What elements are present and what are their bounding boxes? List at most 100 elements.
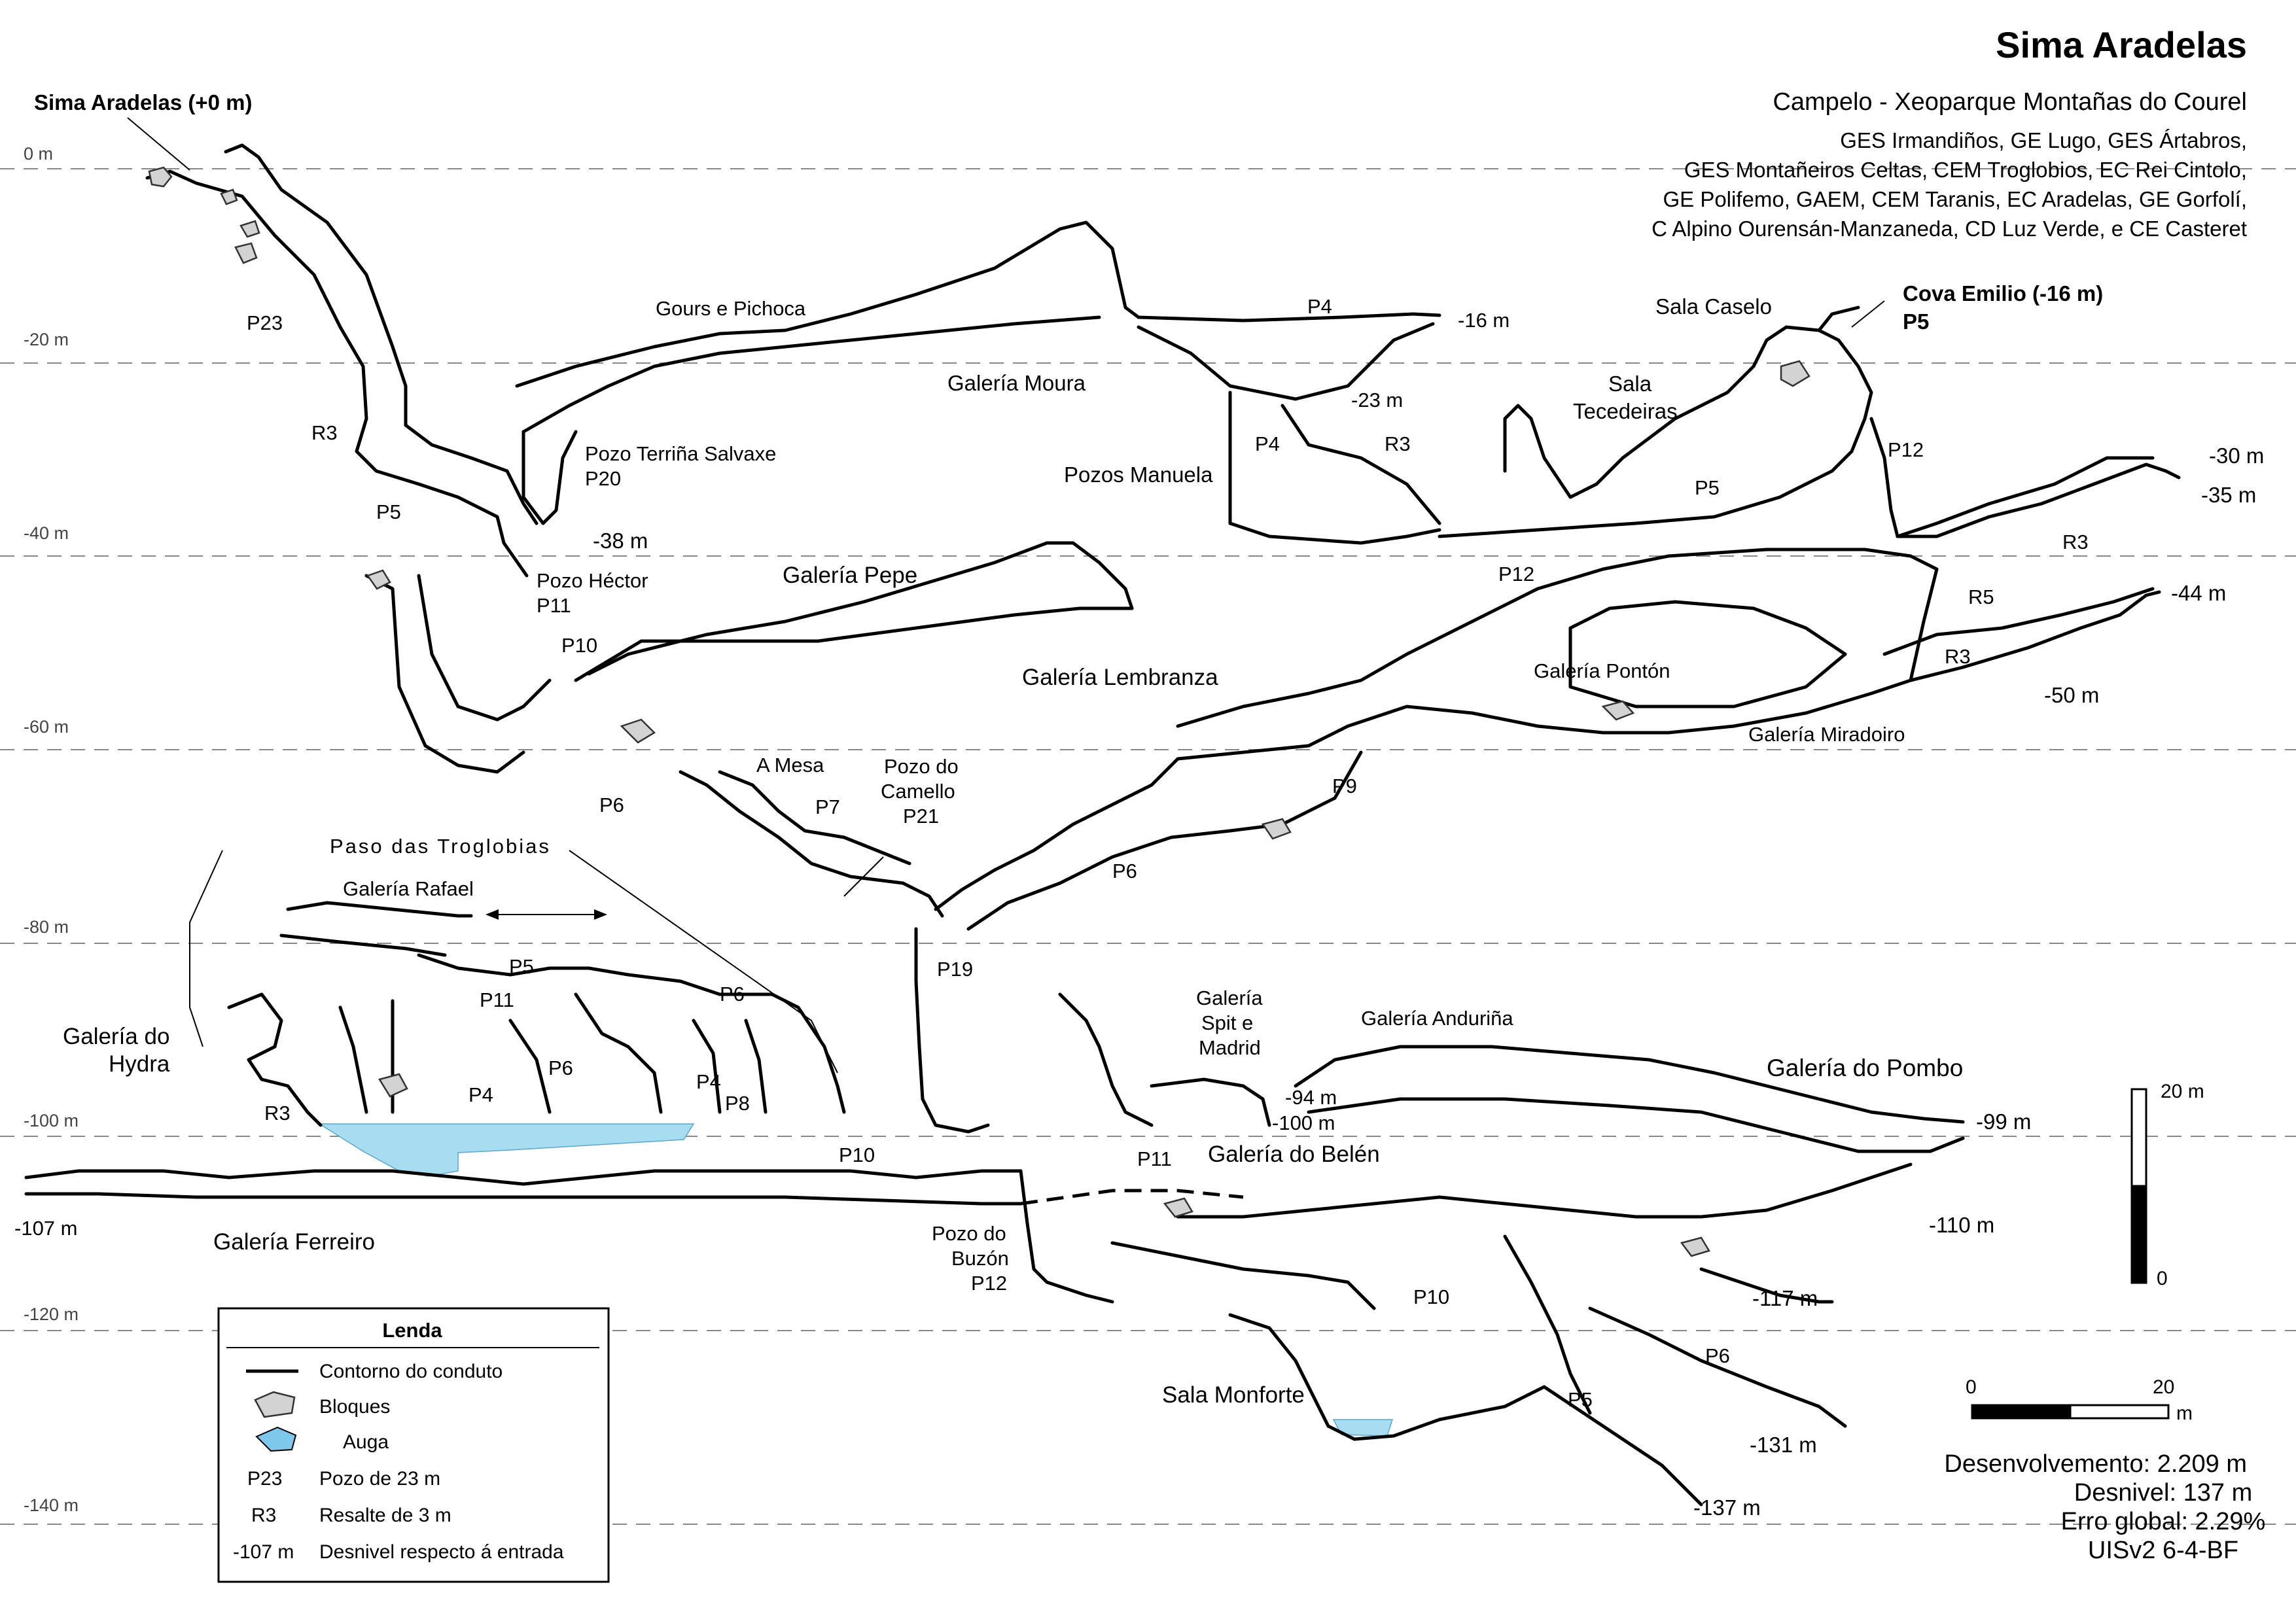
boulder [1680,1236,1710,1257]
wall-belen-floor [1176,1162,1913,1219]
wall-entrance-left [145,169,529,578]
horizontal-scale-bar: 0 20 m [1966,1376,2193,1424]
horizontal-scale-white [2069,1404,2170,1420]
label-d35: -35 m [2201,483,2256,507]
label-d38: -38 m [593,529,648,553]
label-r3-e: R3 [264,1102,291,1125]
label-galeria-spit-3: Madrid [1199,1036,1261,1059]
label-d30: -30 m [2209,444,2264,468]
wall-hydra [227,992,323,1127]
leader-entrance [127,117,190,171]
label-p5-c: P5 [509,955,534,978]
wall-r5 [1909,567,1939,682]
credits-line: GES Montañeiros Celtas, CEM Troglobios, … [1684,158,2247,182]
label-sala-tecedeiras-1: Sala [1608,372,1652,396]
label-galeria-miradoiro: Galería Miradoiro [1748,723,1905,746]
depth-label-140: -140 m [24,1495,79,1515]
wall-hector-right [417,574,552,722]
label-sala-caselo: Sala Caselo [1655,294,1772,319]
label-d117: -117 m [1752,1286,1818,1310]
wall-p10-lower [1503,1234,1592,1415]
label-galeria-spit-1: Galería [1196,986,1263,1009]
label-galeria-lembranza: Galería Lembranza [1022,665,1218,690]
wall-p19-left [914,927,990,1134]
wall-emilio-entrance [1817,305,1860,332]
wall-entrance-right [224,143,539,525]
label-galeria-ferreiro: Galería Ferreiro [213,1229,375,1255]
survey-stats: Desenvolvemento: 2.209 m Desnivel: 137 m… [1944,1450,2265,1564]
wall-tecedeiras [1438,325,1873,538]
depth-label-0: 0 m [24,144,53,164]
label-pozo-buzon-1: Pozo do [932,1222,1006,1245]
map-subtitle: Campelo - Xeoparque Montañas do Courel [1773,88,2247,116]
label-d107: -107 m [14,1217,77,1240]
horizontal-scale-unit: m [2176,1403,2193,1424]
horizontal-scale-right: 20 [2153,1376,2174,1398]
vertical-scale-bottom: 0 [2157,1268,2168,1289]
boulder [378,1073,408,1098]
label-sala-monforte: Sala Monforte [1162,1382,1305,1408]
depth-label-20: -20 m [24,330,69,349]
wall-r3-branch [1869,417,2181,538]
label-entrance: Sima Aradelas (+0 m) [34,90,253,114]
label-pozo-terrina-p20: P20 [585,467,621,490]
wall-ferreiro-floor [24,1192,1023,1206]
legend-text-p23: Pozo de 23 m [319,1468,440,1490]
label-d100: -100 m [1272,1111,1335,1134]
wall-monforte-roof [1110,1241,1376,1310]
label-galeria-andurina: Galería Anduriña [1361,1007,1513,1030]
label-p7: P7 [815,795,840,818]
label-d44: -44 m [2171,581,2226,605]
horizontal-scale-left: 0 [1966,1376,1977,1398]
label-galeria-hydra-2: Hydra [109,1051,170,1077]
legend-text-water: Auga [343,1431,389,1453]
wall-manuela-left [1228,391,1441,545]
wall-pepe-roof [587,541,1134,676]
vertical-scale-top: 20 m [2161,1081,2204,1102]
leader-lines [127,117,1885,1073]
wall-pepe-floor [574,606,1134,682]
label-cova-emilio: Cova Emilio (-16 m) [1903,281,2103,305]
boulder [366,569,391,590]
wall-manuela-right [1280,404,1441,525]
boulder [1780,360,1810,387]
vertical-scale-white [2130,1088,2147,1187]
boulder [220,188,238,205]
label-p8: P8 [725,1092,750,1115]
stat-desnivel: Desnivel: 137 m [2074,1479,2252,1507]
label-r3-b: R3 [1385,432,1411,455]
legend-title: Lenda [382,1319,442,1342]
header: Sima Aradelas Campelo - Xeoparque Montañ… [1651,24,2247,241]
wall-terrina [521,430,578,525]
wall-belen-left [1058,992,1154,1127]
label-p5-d: P5 [1568,1388,1593,1411]
stat-uis: UISv2 6-4-BF [2088,1537,2238,1564]
wall-miradoiro-roof [1882,587,2155,656]
wall-buzon [1019,1169,1114,1304]
label-p9: P9 [1332,775,1357,797]
label-pozo-buzon-p12: P12 [971,1272,1007,1295]
boulder [1163,1197,1193,1218]
legend-symbol-r3: R3 [251,1505,276,1526]
label-d99: -99 m [1976,1109,2031,1134]
depth-label-40: -40 m [24,523,69,543]
wall-ponton [1568,600,1847,708]
wall-r3-roof [1896,456,2155,538]
label-pozo-buzon-2: Buzón [951,1247,1009,1270]
wall-p4-floor [1137,322,1435,401]
label-pozo-terrina: Pozo Terriña Salvaxe [585,442,776,465]
boulder [620,718,656,744]
wall-lembranza-roof [1176,548,1939,728]
label-p6-b: P6 [1112,860,1137,882]
legend-text-outline: Contorno do conduto [319,1361,503,1382]
depth-label-120: -120 m [24,1304,79,1324]
label-p19: P19 [937,958,973,981]
leader-emilio [1851,300,1885,328]
label-d50: -50 m [2044,683,2099,707]
wall-ferreiro-link [1020,1189,1244,1206]
leader-camello [843,856,884,897]
label-galeria-belen: Galería do Belén [1208,1142,1380,1167]
legend-symbol-p23: P23 [247,1468,282,1490]
wall-p5-lower [1542,1385,1703,1507]
